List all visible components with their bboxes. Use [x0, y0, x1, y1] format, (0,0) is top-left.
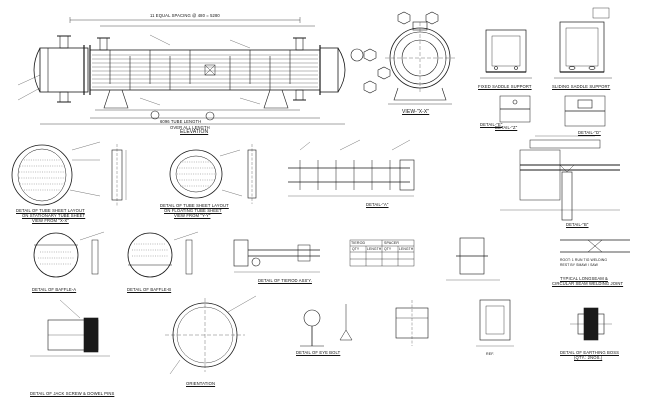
bracket-details [395, 299, 514, 347]
tierod-table-subheader-2: LENGTH [367, 247, 382, 251]
caption-tubesheet-stationary-3: VIEW FROM "X-X" [32, 218, 69, 223]
earthing-boss-detail [570, 307, 612, 341]
orientation-view [165, 295, 257, 375]
tierod-table-subheader-1: QTY [352, 247, 360, 251]
detail-b [500, 149, 620, 221]
weld-note-2: REST BY SMAW / SAW [560, 263, 598, 267]
caption-fixed-saddle: FIXED SADDLE SUPPORT [478, 84, 532, 89]
eye-bolt-detail [300, 304, 353, 347]
fixed-saddle-support [480, 29, 532, 79]
view-xx [385, 21, 455, 105]
caption-tubesheet-floating-2: ON FLOATING TUBE SHEET [164, 208, 222, 213]
detail-e [529, 135, 601, 149]
caption-tubesheet-stationary-1: DETAIL OF TUBE SHEET LAYOUT [16, 208, 85, 213]
tierod-table-subheader-4: LENGTH [399, 247, 414, 251]
caption-tubesheet-floating-3: VIEW FROM "Y-Y" [174, 213, 211, 218]
tube-length-dimension: 6096 TUBE LENGTH [160, 119, 202, 124]
longseam-welding-joint [560, 239, 630, 253]
tierod-table-header-2: SPACER [384, 241, 400, 245]
tierod-table [349, 239, 415, 267]
caption-jack-screw: DETAIL OF JACK SCREW & DOWEL PINS [30, 391, 115, 396]
overall-length-dimension: OVER ALL LENGTH [170, 125, 210, 130]
caption-elevation: ELEVATION [180, 129, 209, 135]
caption-tubesheet-stationary-2: ON STATIONARY TUBE SHEET [22, 213, 86, 218]
caption-orientation: ORIENTATION [186, 381, 216, 386]
tubesheet-stationary [11, 141, 127, 206]
ref-label: REF. [486, 352, 495, 356]
sliding-saddle-support [554, 7, 612, 79]
tierod-table-header-1: TIEROD [351, 241, 366, 245]
caption-eye-bolt: DETAIL OF EYE BOLT [296, 350, 341, 355]
baffle-a [33, 231, 105, 278]
caption-earthing-1: DETAIL OF EARTHING BOSS [560, 350, 619, 355]
jack-screw-detail [30, 299, 110, 357]
detail-z [499, 95, 531, 123]
caption-baffle-a: DETAIL OF BAFFLE-A [32, 287, 77, 292]
caption-longseam-2: CIRCULAR SEAM WELDING JOINT [552, 281, 624, 286]
caption-detail-a: DETAIL-"A" [366, 202, 389, 207]
caption-tubesheet-floating-1: DETAIL OF TUBE SHEET LAYOUT [160, 203, 229, 208]
tubesheet-floating [169, 144, 257, 204]
tierod-assembly [233, 239, 320, 273]
tierod-table-subheader-3: QTY [384, 247, 392, 251]
detail-a [288, 139, 415, 197]
caption-tierod: DETAIL OF TIEROD ASS'Y. [258, 278, 312, 283]
plate-detail [446, 237, 500, 281]
caption-detail-z: DETAIL-"Z" [495, 125, 518, 130]
baffle-b [127, 231, 199, 278]
caption-view-xx: VIEW-"X-X" [402, 109, 430, 115]
elevation-view [17, 17, 364, 125]
caption-sliding-saddle: SLIDING SADDLE SUPPORT [552, 84, 611, 89]
caption-earthing-2: (QTY.: 2NOS.) [574, 355, 603, 360]
caption-baffle-b: DETAIL OF BAFFLE-B [127, 287, 172, 292]
detail-markers [363, 11, 439, 94]
weld-note-1: ROOT: 1 RUN TIG WELDING [560, 258, 608, 262]
caption-detail-e: DETAIL-"E" [480, 122, 503, 127]
detail-d [564, 95, 606, 127]
caption-detail-b: DETAIL-"B" [566, 222, 589, 227]
tube-spacing-dimension: 11 EQUAL SPACING @ 480 = 5280 [150, 13, 220, 18]
caption-detail-d: DETAIL-"D" [578, 130, 601, 135]
caption-longseam-1: TYPICAL LONGSEAM & [560, 276, 608, 281]
